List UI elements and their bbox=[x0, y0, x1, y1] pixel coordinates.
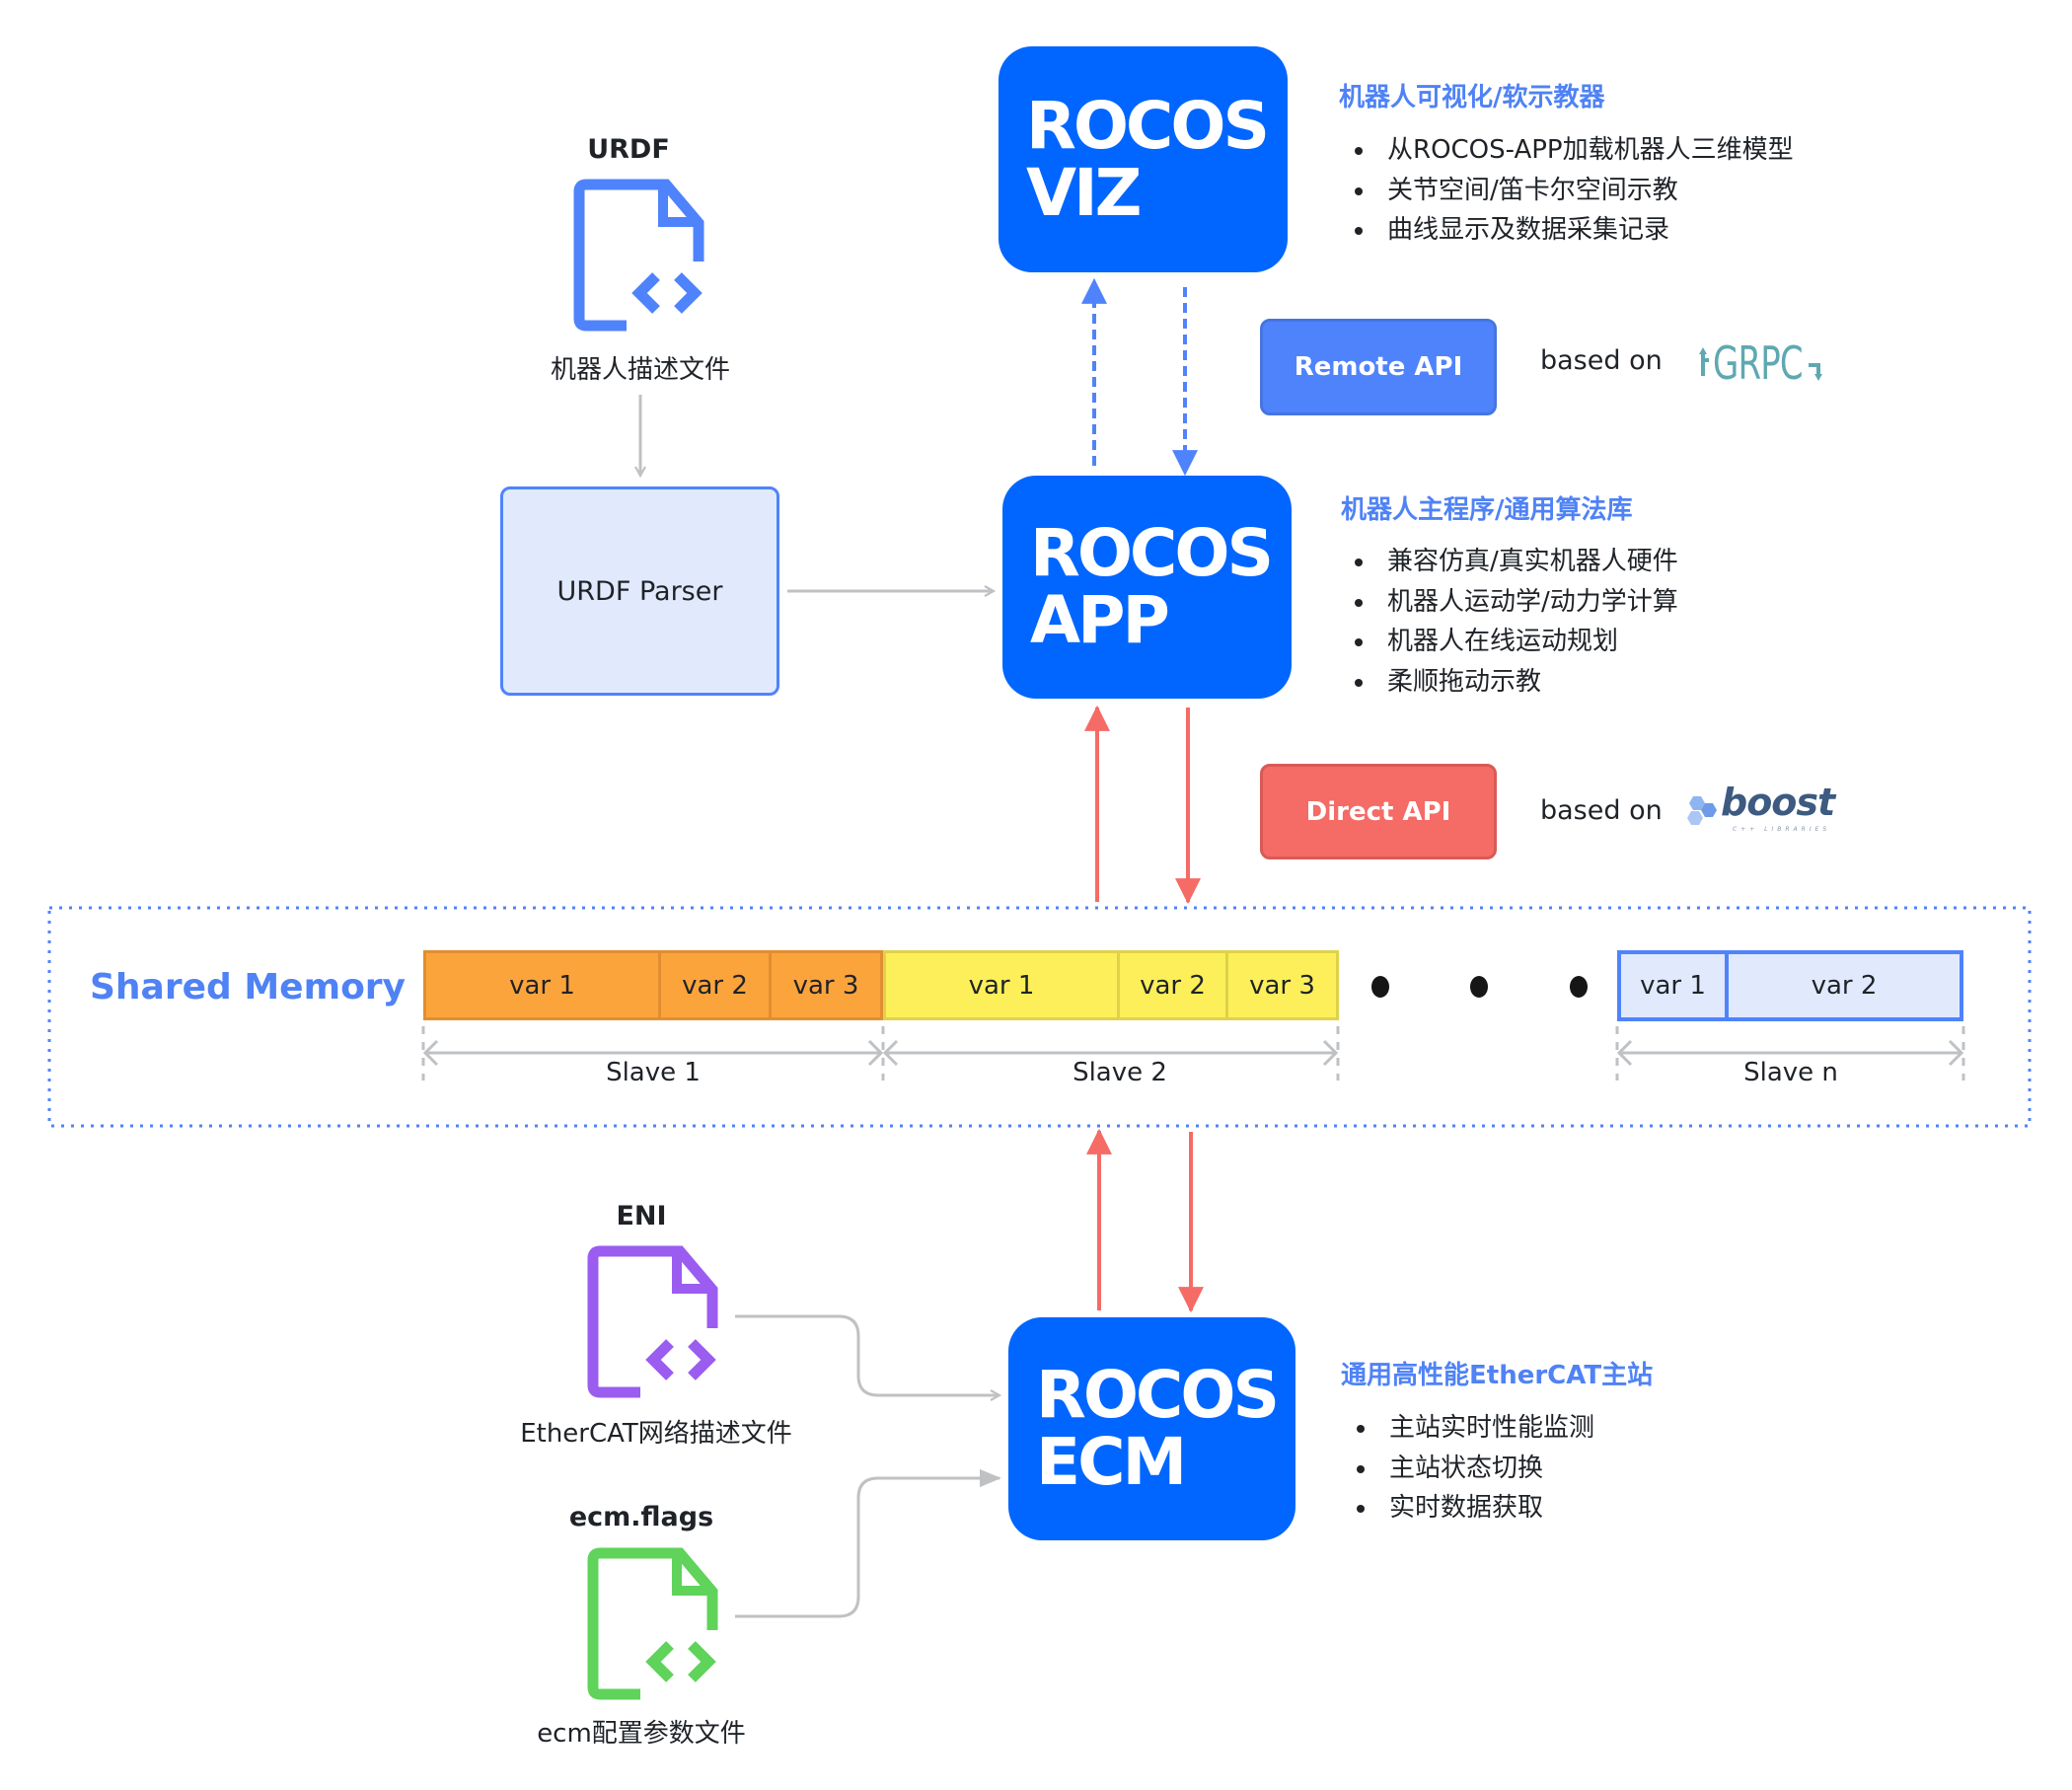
viz-feature: 曲线显示及数据采集记录 bbox=[1350, 210, 1794, 251]
urdf-caption: 机器人描述文件 bbox=[550, 355, 730, 385]
app-feature: 机器人运动学/动力学计算 bbox=[1350, 582, 1678, 623]
slave-1-var-1[interactable]: var 1 bbox=[423, 950, 661, 1020]
boost-logo-text: boost bbox=[1721, 781, 1835, 824]
ecm-feature: 主站实时性能监测 bbox=[1352, 1408, 1594, 1449]
ecm-feature: 实时数据获取 bbox=[1352, 1488, 1594, 1529]
ellipsis-dot bbox=[1570, 976, 1588, 998]
grpc-logo: GRPC bbox=[1699, 336, 1824, 391]
slave-1-dimension bbox=[421, 1026, 885, 1081]
rocos-ecm-line2: ECM bbox=[1036, 1424, 1187, 1500]
shared-memory-border bbox=[47, 906, 2032, 1128]
app-feature-list: 兼容仿真/真实机器人硬件 机器人运动学/动力学计算 机器人在线运动规划 柔顺拖动… bbox=[1350, 542, 1678, 702]
rocos-app-line2: APP bbox=[1030, 582, 1170, 658]
rocos-ecm-line1: ROCOS bbox=[1036, 1357, 1280, 1433]
app-feature: 兼容仿真/真实机器人硬件 bbox=[1350, 542, 1678, 582]
flags-title: ecm.flags bbox=[568, 1502, 714, 1532]
slave-1-var-3[interactable]: var 3 bbox=[769, 950, 883, 1020]
rocos-ecm-block[interactable]: ROCOS ECM bbox=[1008, 1317, 1295, 1540]
remote-api-label: Remote API bbox=[1294, 352, 1463, 382]
ecm-description-title: 通用高性能EtherCAT主站 bbox=[1341, 1361, 1654, 1390]
viz-feature-list: 从ROCOS-APP加载机器人三维模型 关节空间/笛卡尔空间示教 曲线显示及数据… bbox=[1350, 130, 1794, 251]
app-description-title: 机器人主程序/通用算法库 bbox=[1341, 495, 1633, 525]
slave-2-var-2[interactable]: var 2 bbox=[1117, 950, 1228, 1020]
flags-caption: ecm配置参数文件 bbox=[537, 1719, 746, 1749]
slave-1-label: Slave 1 bbox=[606, 1058, 701, 1087]
viz-description-title: 机器人可视化/软示教器 bbox=[1339, 83, 1605, 112]
ellipsis-dot bbox=[1371, 976, 1389, 998]
urdf-parser-box: URDF Parser bbox=[500, 486, 779, 696]
boost-logo: boost C++ LIBRARIES bbox=[1683, 781, 1841, 844]
app-feature: 柔顺拖动示教 bbox=[1350, 662, 1678, 703]
urdf-title: URDF bbox=[587, 134, 670, 165]
direct-api-label: Direct API bbox=[1305, 796, 1451, 827]
eni-title: ENI bbox=[616, 1201, 667, 1231]
ecm-feature-list: 主站实时性能监测 主站状态切换 实时数据获取 bbox=[1352, 1408, 1594, 1529]
slave-n-dimension bbox=[1615, 1026, 1965, 1081]
grpc-up-arrow-icon bbox=[1699, 347, 1709, 376]
eni-caption: EtherCAT网络描述文件 bbox=[520, 1419, 792, 1449]
grpc-logo-text: GRPC bbox=[1713, 336, 1804, 390]
direct-api-based-on: based on bbox=[1540, 795, 1663, 826]
slave-2-var-3[interactable]: var 3 bbox=[1225, 950, 1339, 1020]
slave-2-dimension bbox=[882, 1026, 1340, 1081]
slave-2-var-1[interactable]: var 1 bbox=[883, 950, 1120, 1020]
slave-n-var-2[interactable]: var 2 bbox=[1725, 950, 1963, 1021]
remote-api-based-on: based on bbox=[1540, 345, 1663, 376]
code-file-icon[interactable] bbox=[572, 178, 710, 336]
viz-feature: 关节空间/笛卡尔空间示教 bbox=[1350, 171, 1794, 211]
boost-logo-subtitle: C++ LIBRARIES bbox=[1733, 826, 1831, 833]
boost-hexagons-icon bbox=[1687, 796, 1717, 825]
grpc-down-arrow-icon bbox=[1808, 363, 1822, 381]
viz-feature: 从ROCOS-APP加载机器人三维模型 bbox=[1350, 130, 1794, 171]
slave-1-var-2[interactable]: var 2 bbox=[658, 950, 772, 1020]
direct-api-button[interactable]: Direct API bbox=[1260, 764, 1497, 859]
arrow-eni-to-ecm bbox=[735, 1314, 999, 1395]
ecm-feature: 主站状态切换 bbox=[1352, 1449, 1594, 1489]
shared-memory-label: Shared Memory bbox=[90, 967, 407, 1007]
slave-n-var-1[interactable]: var 1 bbox=[1617, 950, 1729, 1021]
slave-2-label: Slave 2 bbox=[1073, 1058, 1167, 1087]
ellipsis-dot bbox=[1470, 976, 1488, 998]
rocos-viz-line2: VIZ bbox=[1026, 154, 1143, 231]
arrow-flags-to-ecm bbox=[735, 1468, 1001, 1618]
code-file-icon[interactable] bbox=[586, 1244, 724, 1402]
remote-api-button[interactable]: Remote API bbox=[1260, 319, 1497, 415]
rocos-viz-block[interactable]: ROCOS VIZ bbox=[999, 46, 1288, 272]
rocos-app-line1: ROCOS bbox=[1030, 515, 1274, 591]
code-file-icon[interactable] bbox=[586, 1546, 724, 1704]
urdf-parser-label: URDF Parser bbox=[556, 575, 723, 607]
slave-n-label: Slave n bbox=[1743, 1058, 1838, 1087]
app-feature: 机器人在线运动规划 bbox=[1350, 622, 1678, 662]
rocos-app-block[interactable]: ROCOS APP bbox=[1002, 476, 1292, 699]
rocos-viz-line1: ROCOS bbox=[1026, 87, 1270, 164]
